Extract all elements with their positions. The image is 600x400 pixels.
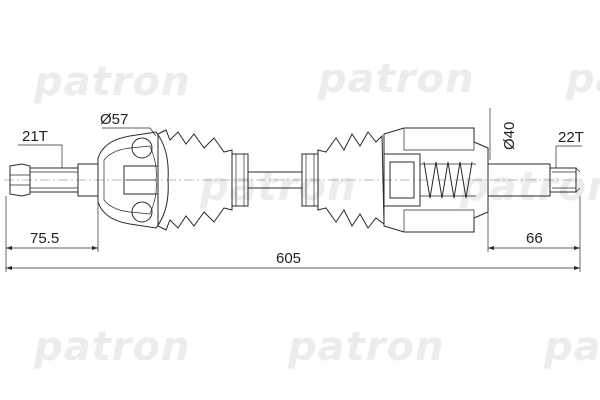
right-spline-label: 22T xyxy=(558,129,584,146)
watermark-5: patron xyxy=(287,324,444,370)
dim-right-length: 66 xyxy=(487,196,581,272)
left-boot xyxy=(157,129,249,231)
watermark-1: patron xyxy=(33,59,190,105)
watermark-6: patron xyxy=(543,324,600,370)
left-diameter-label: Ø57 xyxy=(100,111,128,128)
watermark-3: patron xyxy=(565,56,600,102)
right-length-label: 66 xyxy=(526,230,543,247)
left-spline-label: 21T xyxy=(22,128,48,145)
watermark-group: patron patron patron patron patron patro… xyxy=(33,56,600,370)
dim-left-diameter: Ø57 xyxy=(100,111,157,137)
shaft xyxy=(248,171,302,189)
watermark-2: patron xyxy=(317,56,474,102)
watermark-7: patron xyxy=(199,164,356,210)
watermark-4: patron xyxy=(33,324,190,370)
dim-right-diameter: Ø40 xyxy=(489,108,518,160)
right-stub xyxy=(487,163,581,197)
right-diameter-label: Ø40 xyxy=(501,122,518,150)
dim-left-length: 75.5 xyxy=(5,196,99,252)
total-length-label: 605 xyxy=(276,250,301,267)
dim-total-length: 605 xyxy=(5,250,580,272)
dim-right-spline: 22T xyxy=(555,129,584,168)
left-stub xyxy=(9,163,99,197)
left-cv-joint xyxy=(97,131,169,229)
left-length-label: 75.5 xyxy=(30,230,59,247)
dim-left-spline: 21T xyxy=(18,128,63,168)
